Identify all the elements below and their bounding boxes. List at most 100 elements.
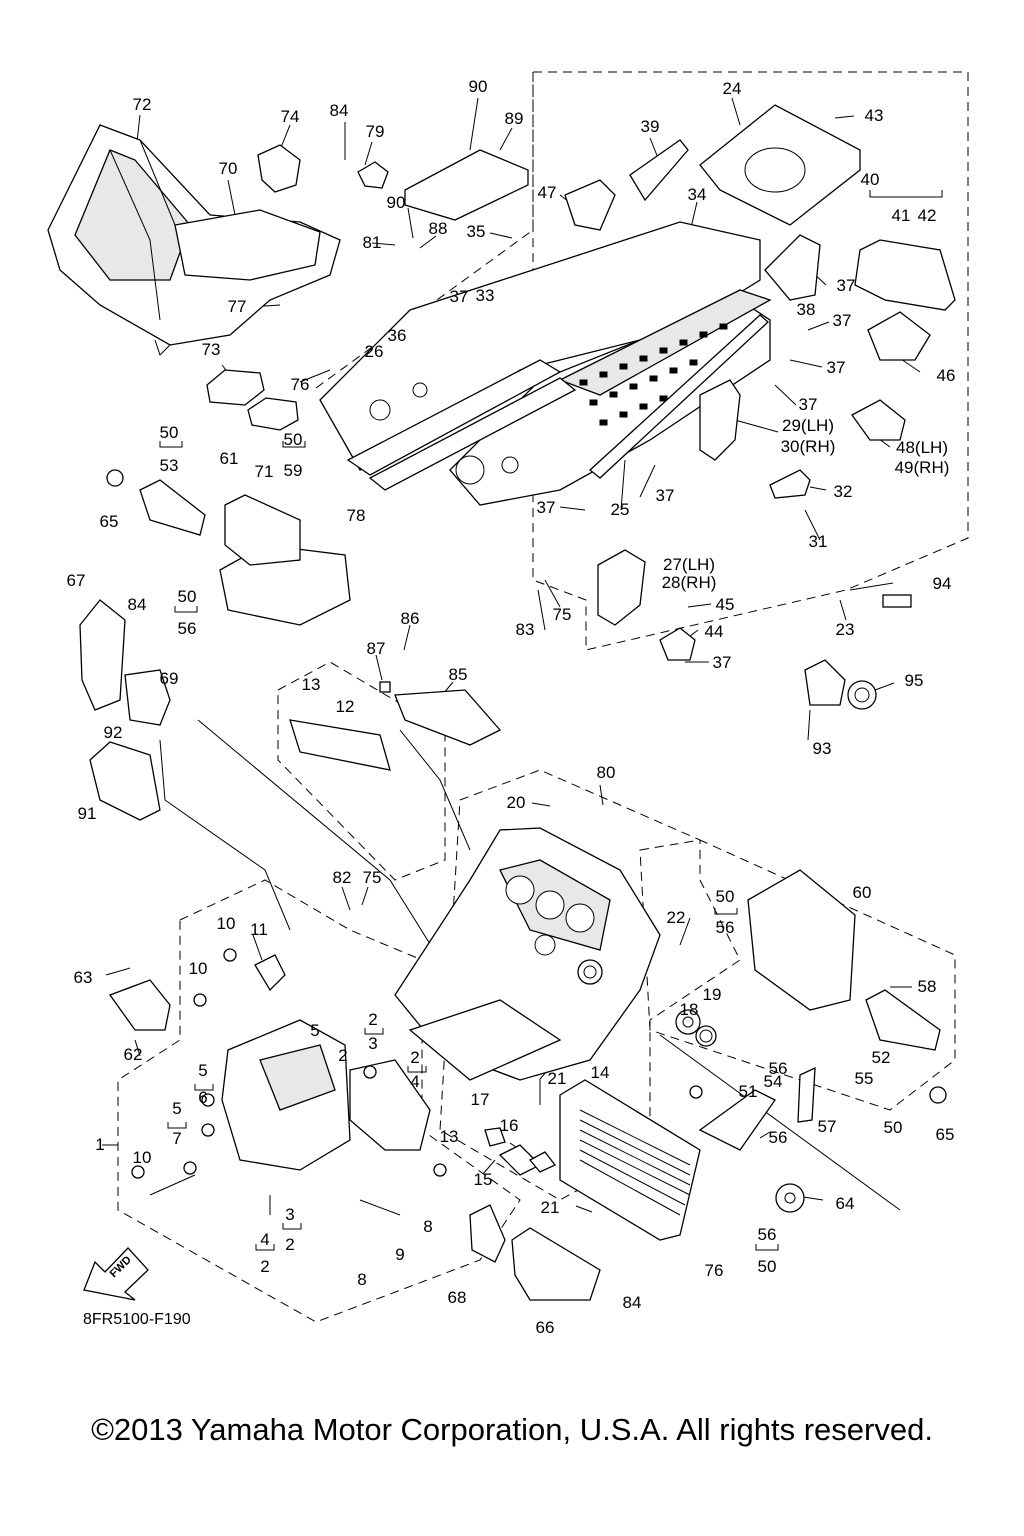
callout-label: 87 bbox=[367, 639, 386, 658]
callout-label: 71 bbox=[255, 462, 274, 481]
callout-label: 37 bbox=[450, 287, 469, 306]
callout-label: 78 bbox=[347, 506, 366, 525]
callout-label: 6 bbox=[198, 1088, 207, 1107]
callout-label: 84 bbox=[330, 101, 349, 120]
callout-label: 40 bbox=[861, 170, 880, 189]
callout-label: 56 bbox=[716, 918, 735, 937]
callout-label: 49(RH) bbox=[895, 458, 950, 477]
callout-label: 42 bbox=[918, 206, 937, 225]
front-frame-boundary bbox=[117, 879, 521, 1323]
callout-label: 65 bbox=[936, 1125, 955, 1144]
callout-label: 18 bbox=[680, 1000, 699, 1019]
callout-label: 39 bbox=[641, 117, 660, 136]
radiator bbox=[559, 1079, 701, 1241]
callout-label: 23 bbox=[836, 620, 855, 639]
callout-label: 90 bbox=[469, 77, 488, 96]
assembly-boundaries bbox=[117, 71, 969, 1323]
callout-label: 32 bbox=[834, 482, 853, 501]
callout-label: 33 bbox=[476, 286, 495, 305]
callout-label: 28(RH) bbox=[662, 573, 717, 592]
callout-label: 13 bbox=[440, 1127, 459, 1146]
callout-label: 58 bbox=[918, 977, 937, 996]
callout-label: 36 bbox=[388, 326, 407, 345]
callout-label: 56 bbox=[769, 1059, 788, 1078]
callout-label: 44 bbox=[705, 622, 724, 641]
callout-label: 17 bbox=[471, 1090, 490, 1109]
callout-label: 91 bbox=[78, 804, 97, 823]
top-plates bbox=[404, 104, 956, 361]
callout-label: 30(RH) bbox=[781, 437, 836, 456]
callout-label: 3 bbox=[368, 1034, 377, 1053]
callout-label: 13 bbox=[302, 675, 321, 694]
callout-label: 82 bbox=[333, 868, 352, 887]
callout-label: 50 bbox=[160, 423, 179, 442]
callout-label: 46 bbox=[937, 366, 956, 385]
callout-label: 43 bbox=[865, 106, 884, 125]
callout-label: 59 bbox=[284, 461, 303, 480]
callout-label: 26 bbox=[365, 342, 384, 361]
callout-label: 11 bbox=[250, 920, 268, 939]
callout-label: 10 bbox=[133, 1148, 152, 1167]
callout-label: 34 bbox=[688, 185, 707, 204]
callout-label: 50 bbox=[884, 1118, 903, 1137]
callout-label: 50 bbox=[758, 1257, 777, 1276]
document-code: 8FR5100-F190 bbox=[83, 1311, 191, 1328]
callout-label: 19 bbox=[703, 985, 722, 1004]
callout-label: 15 bbox=[474, 1170, 493, 1189]
callout-label: 5 bbox=[172, 1099, 181, 1118]
callout-label: 75 bbox=[363, 868, 382, 887]
center-brackets bbox=[289, 681, 502, 771]
callout-label: 84 bbox=[623, 1293, 642, 1312]
callout-label: 10 bbox=[189, 959, 208, 978]
callout-label: 75 bbox=[553, 605, 572, 624]
copyright-notice: ©2013 Yamaha Motor Corporation, U.S.A. A… bbox=[91, 1412, 933, 1447]
callout-label: 52 bbox=[872, 1048, 891, 1067]
callout-label: 35 bbox=[467, 222, 486, 241]
rear-brace-boundary bbox=[639, 839, 956, 1111]
callout-label: 16 bbox=[500, 1116, 519, 1135]
callout-label: 72 bbox=[133, 95, 152, 114]
callout-label: 60 bbox=[853, 883, 872, 902]
callout-label: 20 bbox=[507, 793, 526, 812]
front-cowl bbox=[47, 124, 341, 356]
callout-label: 38 bbox=[797, 300, 816, 319]
small-brackets-top bbox=[257, 144, 389, 193]
callout-label: 86 bbox=[401, 609, 420, 628]
callout-label: 51 bbox=[739, 1082, 758, 1101]
bearings-and-seals bbox=[484, 1009, 717, 1176]
callout-label: 24 bbox=[723, 79, 742, 98]
front-frame bbox=[108, 948, 447, 1216]
callout-label: 50 bbox=[716, 887, 735, 906]
callout-label: 37 bbox=[713, 653, 732, 672]
callout-label: 41 bbox=[892, 206, 911, 225]
side-brackets-right bbox=[699, 379, 906, 499]
callout-label: 7 bbox=[172, 1129, 181, 1148]
callout-label: 37 bbox=[537, 498, 556, 517]
callout-label: 50 bbox=[178, 587, 197, 606]
callout-label: 73 bbox=[202, 340, 221, 359]
callout-label: 57 bbox=[818, 1117, 837, 1136]
callout-label: 4 bbox=[410, 1072, 419, 1091]
callout-label: 76 bbox=[291, 375, 310, 394]
callout-label: 2 bbox=[285, 1235, 294, 1254]
fwd-arrow-icon: FWD bbox=[83, 1247, 149, 1301]
callout-label: 50 bbox=[284, 430, 303, 449]
callout-label: 37 bbox=[837, 276, 856, 295]
callout-label: 69 bbox=[160, 669, 179, 688]
rear-chassis-boundary bbox=[532, 71, 969, 651]
callout-label: 21 bbox=[541, 1198, 560, 1217]
callout-label: 62 bbox=[124, 1045, 143, 1064]
callout-label: 47 bbox=[538, 183, 557, 202]
group-brackets bbox=[106, 190, 943, 1251]
callout-label: 56 bbox=[769, 1128, 788, 1147]
callout-label: 56 bbox=[178, 619, 197, 638]
callout-label: 67 bbox=[67, 571, 86, 590]
callout-label: 88 bbox=[429, 219, 448, 238]
side-plates bbox=[206, 369, 299, 431]
tunnel-holes bbox=[579, 323, 728, 426]
callout-label: 77 bbox=[228, 297, 247, 316]
callout-label: 25 bbox=[611, 500, 630, 519]
leader-lines bbox=[102, 97, 921, 1213]
callout-label: 48(LH) bbox=[896, 438, 948, 457]
